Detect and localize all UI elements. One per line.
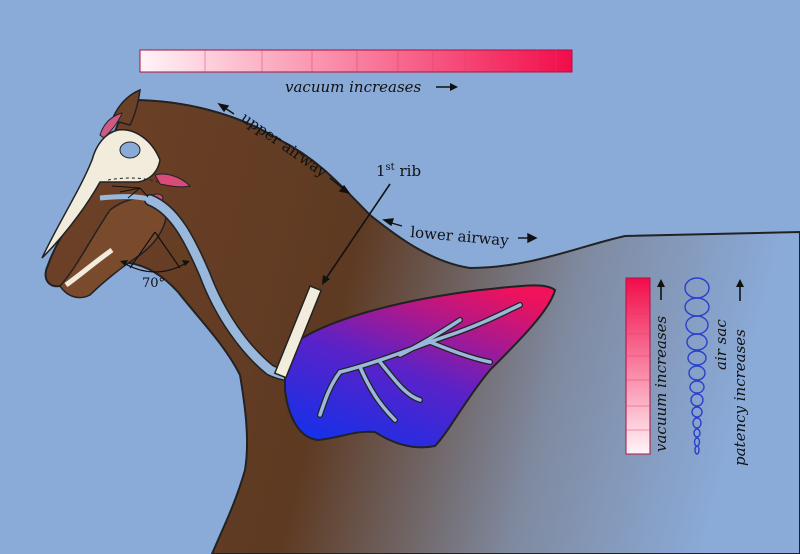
vacuum-label-side: vacuum increases bbox=[652, 315, 670, 452]
angle-label: 70° bbox=[142, 276, 165, 291]
lower-jaw bbox=[59, 197, 167, 299]
air-sac-column bbox=[684, 277, 710, 455]
air-sac-label-1: air sac bbox=[712, 319, 730, 370]
vacuum-scale-vertical bbox=[625, 277, 651, 455]
rib-label: 1st rib bbox=[376, 162, 421, 180]
arrow-right-icon bbox=[436, 83, 458, 91]
nasal-tissue bbox=[154, 173, 192, 188]
first-rib bbox=[273, 285, 323, 379]
upper-airway-arrows bbox=[217, 102, 351, 195]
lung bbox=[284, 284, 557, 449]
airflow-arrows bbox=[111, 185, 149, 199]
vacuum-label-top: vacuum increases bbox=[285, 78, 422, 96]
skull bbox=[41, 129, 161, 259]
bronchial-tree bbox=[317, 302, 523, 423]
vacuum-scale-horizontal bbox=[139, 49, 573, 73]
lower-airway-label: lower airway bbox=[410, 223, 510, 250]
lower-airway-arrows bbox=[382, 218, 538, 244]
rib-pointer-arrow bbox=[322, 183, 391, 285]
arrow-up-icon bbox=[657, 279, 665, 300]
arrow-up-icon bbox=[736, 279, 744, 301]
air-sac-label-2: patency increases bbox=[731, 329, 749, 466]
head-angle-marker bbox=[120, 231, 190, 273]
